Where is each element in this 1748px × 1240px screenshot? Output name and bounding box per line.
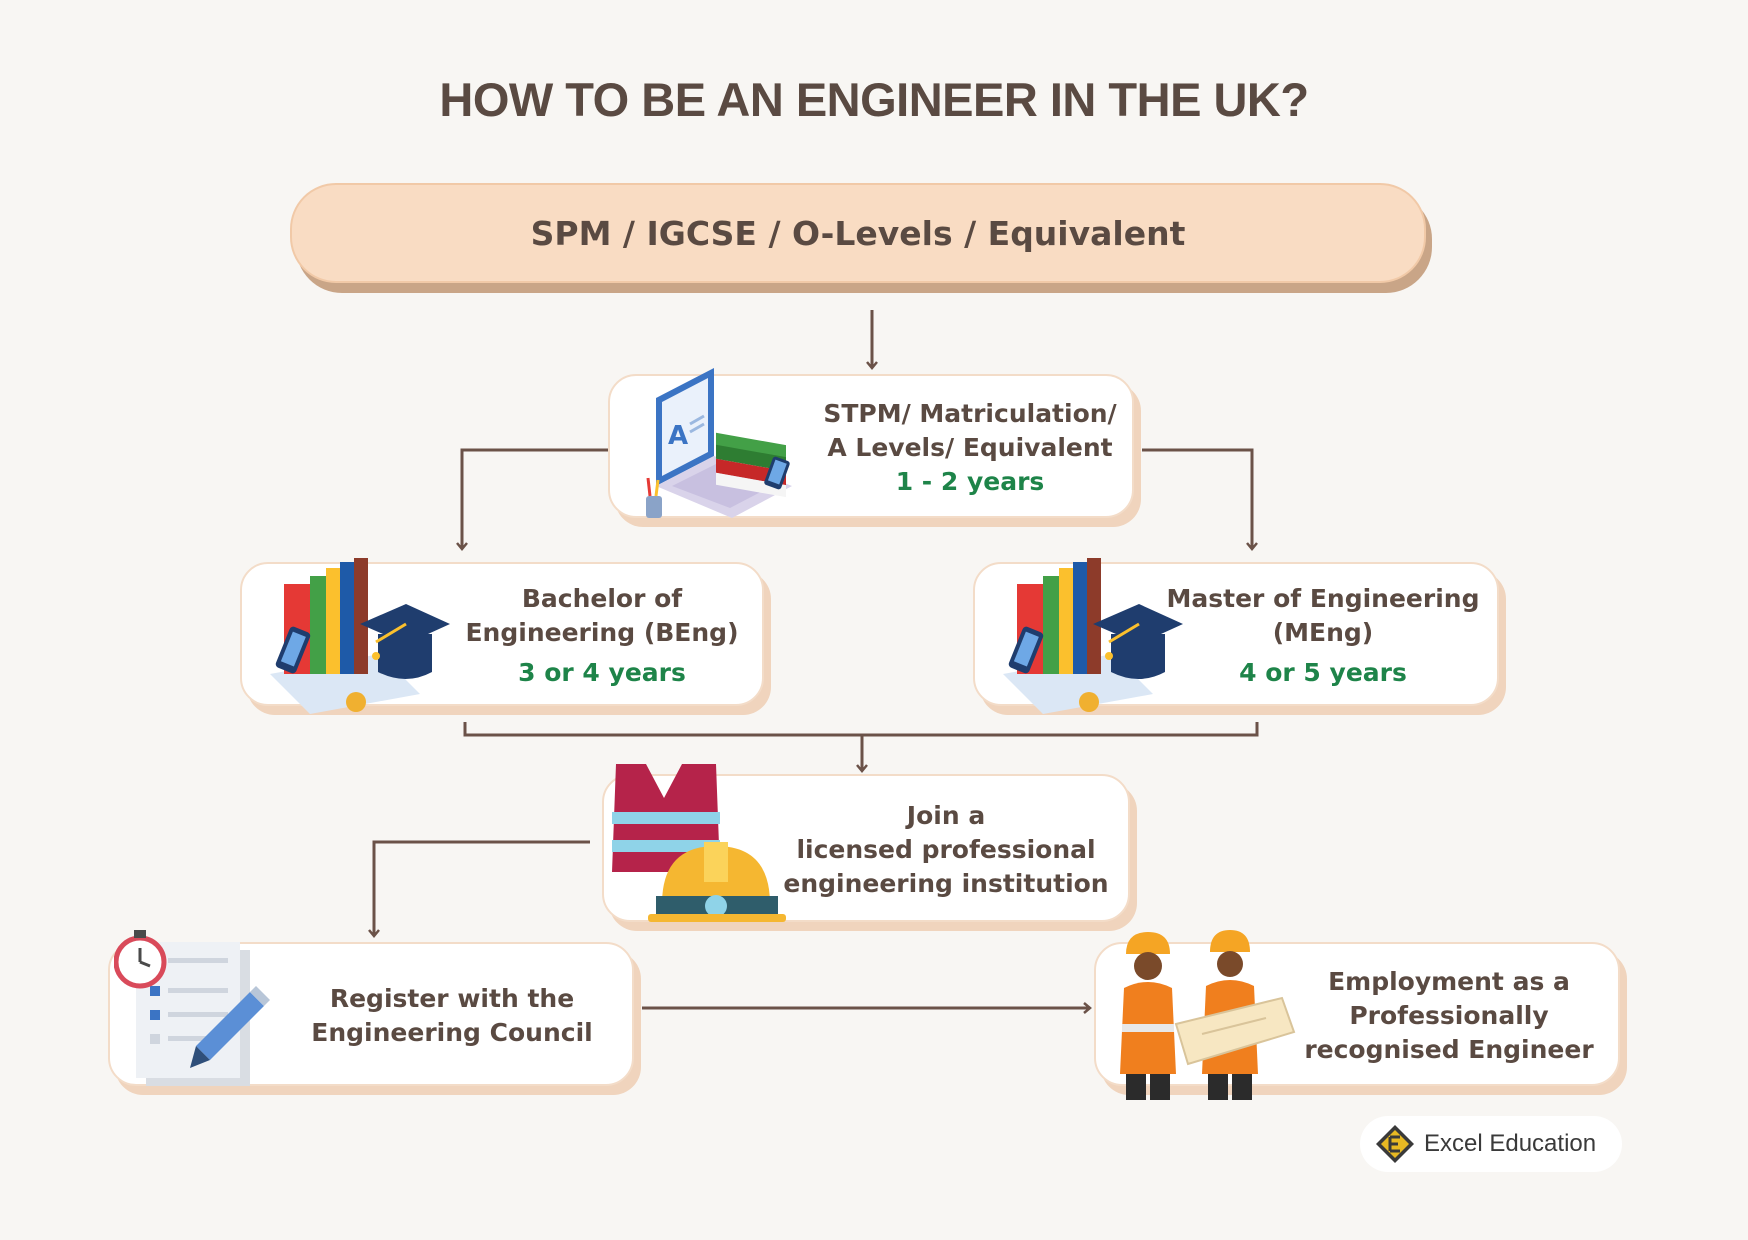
level2-card: A STPM/ Matriculation/ A Levels/ Equival…: [608, 368, 1134, 520]
arrow-level2-to-meng: [1142, 448, 1258, 551]
beng-text: Bachelor of Engineering (BEng) 3 or 4 ye…: [452, 564, 752, 708]
svg-text:A: A: [668, 421, 688, 451]
checklist-clock-pencil-icon: [114, 930, 270, 1086]
register-text: Register with the Engineering Council: [282, 944, 622, 1088]
institution-line-3: engineering institution: [783, 869, 1109, 898]
engineers-blueprint-icon: [1120, 930, 1296, 1100]
level1-label: SPM / IGCSE / O-Levels / Equivalent: [530, 213, 1186, 253]
level2-line-1: STPM/ Matriculation/: [823, 399, 1117, 428]
beng-line-1: Bachelor of: [521, 584, 683, 613]
meng-text: Master of Engineering (MEng) 4 or 5 year…: [1161, 564, 1485, 708]
level2-duration: 1 - 2 years: [895, 467, 1045, 496]
meng-line-1: Master of Engineering: [1166, 584, 1480, 613]
register-line-1: Register with the: [329, 984, 575, 1013]
brand-name: Excel Education: [1424, 1130, 1597, 1157]
excel-education-logo: [1376, 1125, 1414, 1163]
meng-card: Master of Engineering (MEng) 4 or 5 year…: [973, 558, 1499, 714]
brand-badge: Excel Education: [1360, 1116, 1622, 1172]
register-line-2: Engineering Council: [311, 1018, 593, 1047]
level2-text: STPM/ Matriculation/ A Levels/ Equivalen…: [820, 376, 1120, 520]
page-title: HOW TO BE AN ENGINEER IN THE UK?: [439, 73, 1309, 126]
employment-line-3: recognised Engineer: [1304, 1035, 1594, 1064]
employment-line-1: Employment as a: [1328, 967, 1570, 996]
institution-line-1: Join a: [906, 801, 986, 830]
institution-line-2: licensed professional: [796, 835, 1096, 864]
beng-card: Bachelor of Engineering (BEng) 3 or 4 ye…: [240, 558, 764, 714]
beng-line-2: Engineering (BEng): [465, 618, 739, 647]
employment-line-2: Professionally: [1349, 1001, 1549, 1030]
meng-duration: 4 or 5 years: [1239, 658, 1407, 687]
safety-vest-helmet-icon: [612, 764, 786, 922]
level1-qualification-pill: SPM / IGCSE / O-Levels / Equivalent: [290, 183, 1426, 283]
beng-duration: 3 or 4 years: [518, 658, 686, 687]
books-graduation-cap-icon: [1003, 558, 1183, 714]
register-card: Register with the Engineering Council: [108, 930, 634, 1088]
institution-text: Join a licensed professional engineering…: [780, 776, 1112, 924]
laptop-books-icon: A: [646, 368, 792, 518]
meng-line-2: (MEng): [1272, 618, 1374, 647]
arrow-level2-to-beng: [456, 448, 608, 551]
level2-line-2: A Levels/ Equivalent: [827, 433, 1113, 462]
books-graduation-cap-icon: [270, 558, 450, 714]
institution-card: Join a licensed professional engineering…: [602, 764, 1130, 924]
arrow-institution-to-register: [368, 840, 590, 938]
employment-text: Employment as a Professionally recognise…: [1292, 944, 1606, 1088]
employment-card: Employment as a Professionally recognise…: [1094, 930, 1620, 1100]
